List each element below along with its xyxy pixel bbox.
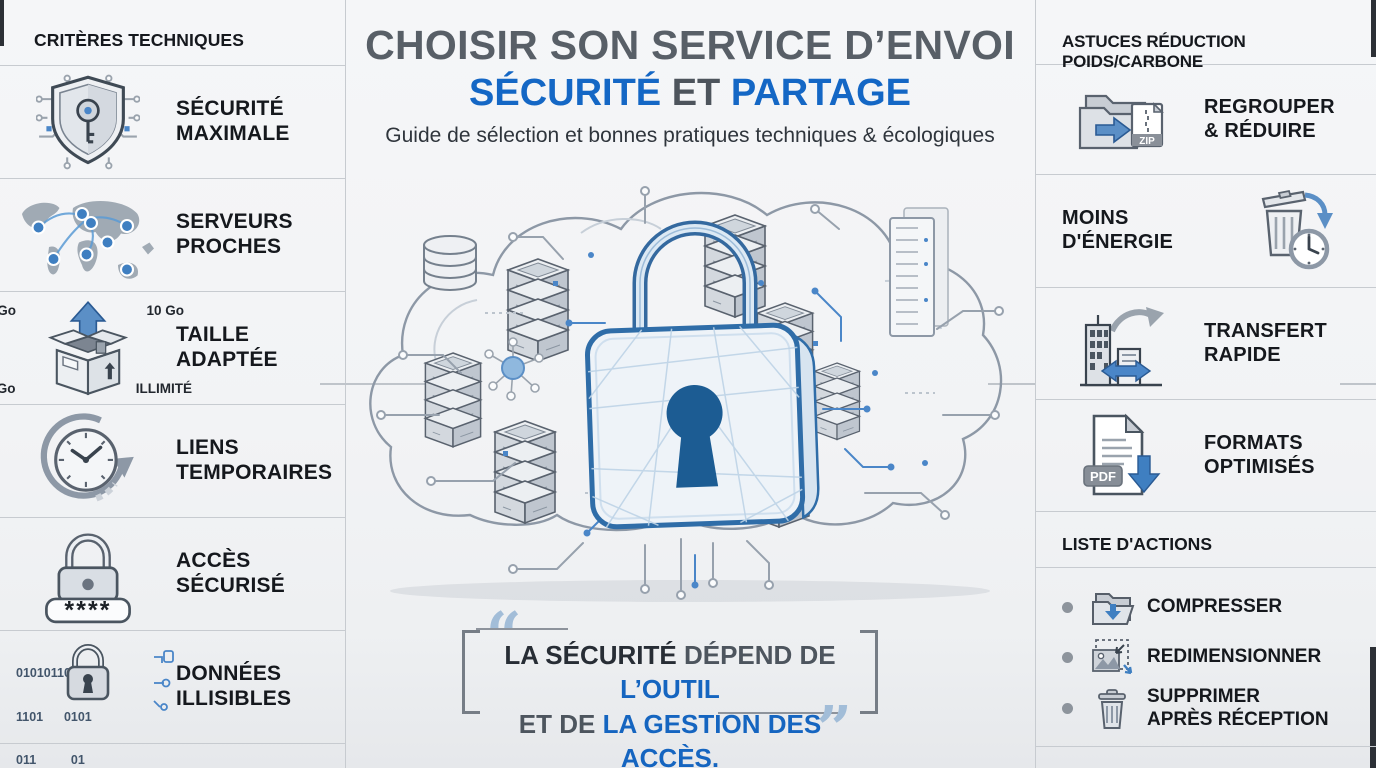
cloud-security-illustration [369,186,1004,602]
edge-artifact [1371,0,1376,57]
page-title: CHOISIR SON SERVICE D’ENVOI [365,22,1015,68]
bullet-icon [1062,651,1073,663]
quote-bracket-right [860,630,878,714]
encrypted-binary-icon: 010101101110 1101 0101 011 01 1 001 111 … [0,637,176,767]
close-quote-mark: ” [816,692,852,765]
left-item-donnees-illisibles: 010101101110 1101 0101 011 01 1 001 111 … [0,631,345,767]
padlock-password-icon: **** [0,524,176,624]
left-item-serveurs-proches: SERVEURS PROCHES [0,179,345,292]
item-label: MOINS D'ÉNERGIE [1062,207,1174,253]
quote-bracket-left [462,630,480,714]
folder-zip-icon: ZIP [1036,78,1204,162]
action-redimensionner: REDIMENSIONNER [1062,636,1376,678]
trash-clock-icon [1214,183,1364,279]
item-label: REGROUPER & RÉDUIRE [1204,95,1335,142]
mid-tick-edge [1340,383,1376,385]
lock-icon [66,643,110,701]
trash-icon [1089,687,1135,731]
page-tagline: Guide de sélection et bonnes pratiques t… [385,124,995,147]
image-resize-icon [1089,636,1135,678]
shield-key-icon [0,72,176,172]
actions-list: COMPRESSER REDIMENSIONNER [1036,568,1376,747]
bullet-icon [1062,703,1073,715]
padlock-illustration [585,220,820,530]
left-panel-title: CRITÈRES TECHNIQUES [0,0,345,66]
quote-block: “ ” LA SÉCURITÉ DÉPEND DE L’OUTIL ET DE … [462,604,878,768]
actions-list-title: LISTE D'ACTIONS [1036,512,1376,568]
left-item-securite-maximale: SÉCURITÉ MAXIMALE [0,66,345,179]
item-label: TRANSFERT RAPIDE [1204,319,1327,366]
right-item-transfert-rapide: TRANSFERT RAPIDE [1036,288,1376,400]
item-label: LIENS TEMPORAIRES [176,436,333,484]
action-supprimer-apres-reception: SUPPRIMER APRÈS RÉCEPTION [1062,686,1376,732]
left-item-liens-temporaires: LIENS TEMPORAIRES [0,405,345,518]
world-map-icon [0,187,176,283]
password-mask: **** [64,597,111,624]
bullet-icon [1062,601,1073,613]
size-annotation: 10 Go [0,381,16,396]
size-annotation: ILLIMITÉ [135,381,192,396]
edge-artifact [0,0,4,46]
edge-artifact [1370,647,1376,768]
item-label: SÉCURITÉ MAXIMALE [176,97,290,145]
mid-tick-left [320,383,470,385]
mid-tick-right [988,383,1035,385]
left-item-taille-adaptee: 2 Go 10 Go 10 Go ILLIMITÉ TAILLE ADAPTÉE [0,292,345,405]
right-panel-title: ASTUCES RÉDUCTION POIDS/CARBONE [1036,0,1376,71]
pdf-label: PDF [1090,469,1116,484]
right-divider [1035,0,1036,768]
right-item-formats-optimises: PDF FORMATS OPTIMISÉS [1036,400,1376,512]
item-label: TAILLE ADAPTÉE [176,323,278,371]
blue-circuit-accents [153,650,174,711]
item-label: FORMATS OPTIMISÉS [1204,431,1315,478]
size-annotation: 10 Go [146,303,184,318]
right-item-moins-energie: MOINS D'ÉNERGIE [1036,175,1376,288]
action-compresser: COMPRESSER [1062,586,1376,628]
box-upload-icon: 2 Go 10 Go 10 Go ILLIMITÉ [0,296,192,400]
zip-label: ZIP [1139,136,1155,147]
size-annotation: 2 Go [0,303,17,318]
item-label: SERVEURS PROCHES [176,210,293,258]
buildings-transfer-icon [1036,297,1204,391]
quote-line-bottom [718,712,838,714]
item-label: ACCÈS SÉCURISÉ [176,549,285,597]
right-panel: ASTUCES RÉDUCTION POIDS/CARBONE ZIP [1036,0,1376,768]
clock-history-icon [0,411,176,511]
page-subtitle-strong: SÉCURITÉ ET PARTAGE [469,72,911,114]
left-panel: CRITÈRES TECHNIQUES [0,0,345,768]
item-label: SUPPRIMER APRÈS RÉCEPTION [1147,686,1329,730]
quote-line-top [476,628,568,630]
folder-compress-icon [1089,586,1135,628]
quote-text: LA SÉCURITÉ DÉPEND DE L’OUTIL ET DE LA G… [504,640,836,768]
right-item-regrouper-reduire: ZIP REGROUPER & RÉDUIRE [1036,65,1376,175]
pdf-download-icon: PDF [1036,410,1204,502]
open-quote-mark: “ [486,598,522,671]
left-item-acces-securise: **** ACCÈS SÉCURISÉ [0,518,345,631]
title-block: CHOISIR SON SERVICE D’ENVOI SÉCURITÉ ET … [345,22,1035,148]
item-label: DONNÉES ILLISIBLES [176,662,292,710]
